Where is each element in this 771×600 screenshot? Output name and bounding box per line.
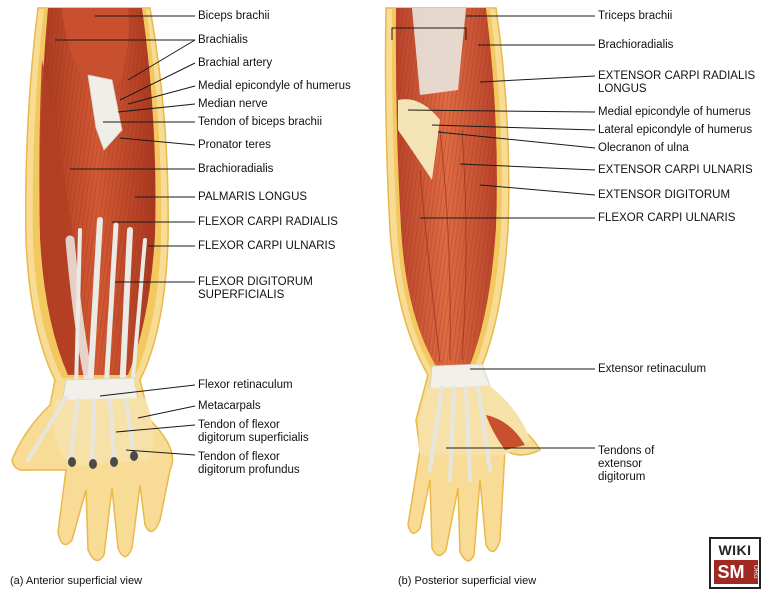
cubital-fossa-tendon bbox=[87, 74, 123, 151]
posterior-arm-illustration bbox=[384, 7, 542, 562]
anterior-forearm-tendons bbox=[65, 217, 147, 395]
label-medial-epicondyle-humerus-anterior: Medial epicondyle of humerus bbox=[198, 80, 351, 92]
biceps-muscle bbox=[62, 8, 129, 90]
label-palmaris-longus: PALMARIS LONGUS bbox=[198, 191, 308, 203]
label-extensor-carpi-radialis-longus: EXTENSOR CARPI RADIALIS LONGUS bbox=[598, 70, 756, 95]
olecranon-region bbox=[398, 99, 440, 180]
anterior-arm-illustration bbox=[11, 7, 174, 562]
logo-org-text: ORG bbox=[748, 560, 758, 584]
extensor-retinaculum-band bbox=[429, 363, 491, 391]
leader-lines bbox=[55, 15, 596, 456]
triceps-tendon bbox=[412, 8, 466, 95]
label-lateral-epicondyle-humerus: Lateral epicondyle of humerus bbox=[598, 124, 753, 136]
label-median-nerve: Median nerve bbox=[198, 98, 268, 110]
label-brachioradialis-anterior: Brachioradialis bbox=[198, 163, 274, 175]
label-brachial-artery: Brachial artery bbox=[198, 57, 273, 69]
label-tendons-extensor-digitorum: Tendons of extensor digitorum bbox=[598, 445, 655, 483]
label-tendon-flexor-digitorum-superficialis: Tendon of flexor digitorum superficialis bbox=[198, 419, 309, 444]
label-pronator-teres: Pronator teres bbox=[198, 139, 271, 151]
logo-sm-text: SM bbox=[714, 560, 748, 584]
label-biceps-brachii: Biceps brachii bbox=[198, 10, 270, 22]
label-triceps-brachii: Triceps brachii bbox=[598, 10, 673, 22]
label-extensor-carpi-ulnaris: EXTENSOR CARPI ULNARIS bbox=[598, 164, 753, 176]
label-brachialis: Brachialis bbox=[198, 34, 248, 46]
label-flexor-digitorum-superficialis: FLEXOR DIGITORUM SUPERFICIALIS bbox=[198, 276, 313, 301]
logo-wiki-text: WIKI bbox=[718, 542, 752, 558]
label-extensor-digitorum: EXTENSOR DIGITORUM bbox=[598, 189, 731, 201]
label-flexor-carpi-ulnaris-posterior: FLEXOR CARPI ULNARIS bbox=[598, 212, 736, 224]
label-flexor-carpi-ulnaris-anterior: FLEXOR CARPI ULNARIS bbox=[198, 240, 336, 252]
label-tendon-flexor-digitorum-profundus: Tendon of flexor digitorum profundus bbox=[198, 451, 300, 476]
label-olecranon-ulna: Olecranon of ulna bbox=[598, 142, 689, 154]
label-tendon-biceps-brachii: Tendon of biceps brachii bbox=[198, 116, 323, 128]
label-metacarpals: Metacarpals bbox=[198, 400, 261, 412]
label-brachioradialis-posterior: Brachioradialis bbox=[598, 39, 674, 51]
anterior-palm bbox=[53, 398, 154, 466]
label-extensor-retinaculum: Extensor retinaculum bbox=[598, 363, 707, 375]
label-flexor-retinaculum: Flexor retinaculum bbox=[198, 379, 293, 391]
label-medial-epicondyle-humerus-posterior: Medial epicondyle of humerus bbox=[598, 106, 751, 118]
caption-posterior: (b) Posterior superficial view bbox=[398, 575, 537, 587]
wikism-logo: WIKI SM ORG bbox=[709, 537, 761, 589]
caption-anterior: (a) Anterior superficial view bbox=[10, 575, 143, 587]
label-flexor-carpi-radialis: FLEXOR CARPI RADIALIS bbox=[198, 216, 338, 228]
